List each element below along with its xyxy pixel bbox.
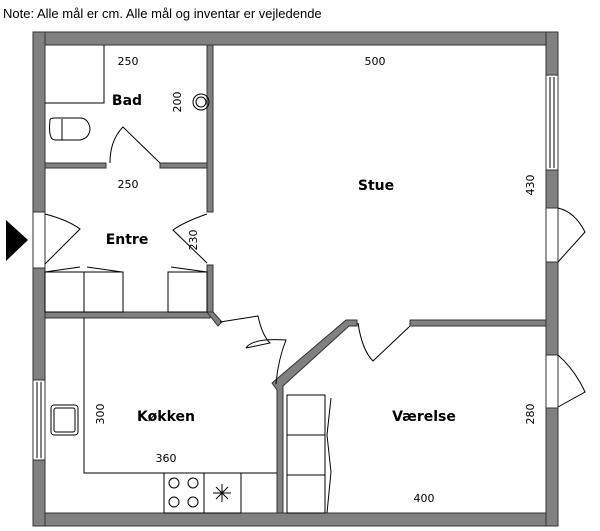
entrance-arrow-icon <box>6 220 28 261</box>
plan-note: Note: Alle mål er cm. Alle mål og invent… <box>3 6 322 21</box>
room-label-vaerelse: Værelse <box>392 409 456 425</box>
outer-walls <box>32 31 559 527</box>
sink-icon <box>192 93 210 111</box>
bad-depth: 200 <box>171 92 184 113</box>
room-label-bad: Bad <box>112 93 142 109</box>
room-label-stue: Stue <box>358 178 394 194</box>
entre-depth: 230 <box>187 230 200 251</box>
kokken-width: 360 <box>156 452 177 465</box>
stue-depth: 430 <box>524 175 537 196</box>
stue-width: 500 <box>365 55 386 68</box>
bad-width: 250 <box>118 55 139 68</box>
kitchen-sink-icon <box>50 404 79 436</box>
shower-icon <box>45 45 105 104</box>
entre-width: 250 <box>118 178 139 191</box>
vaerelse-width: 400 <box>414 492 435 505</box>
toilet-icon <box>49 117 91 141</box>
room-label-kokken: Køkken <box>137 409 195 425</box>
kitchen-counter <box>50 318 277 514</box>
wardrobe <box>286 394 332 514</box>
bathroom-fixtures <box>45 45 210 141</box>
fan-icon <box>213 484 231 502</box>
vaerelse-depth: 280 <box>524 404 537 425</box>
kokken-depth: 300 <box>94 404 107 425</box>
inner-walls <box>44 44 547 514</box>
doors <box>44 126 586 408</box>
room-label-entre: Entre <box>106 232 149 248</box>
entre-cabinets <box>44 266 208 313</box>
windows <box>32 74 559 461</box>
